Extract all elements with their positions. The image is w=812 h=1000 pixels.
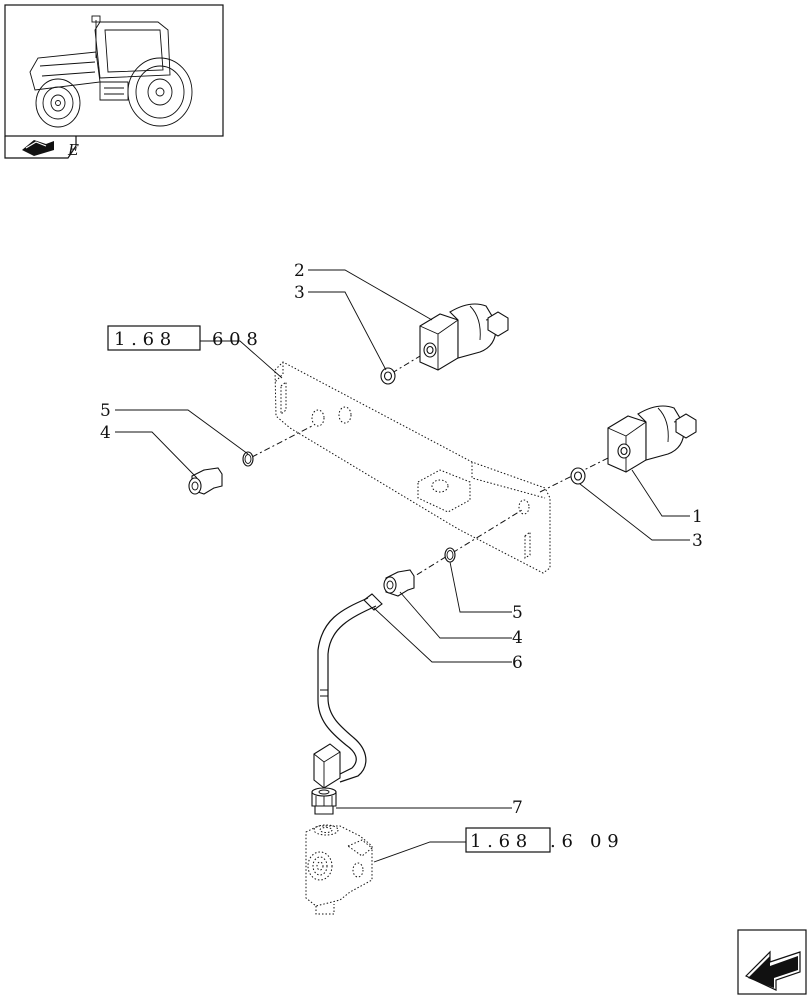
reference-link-609[interactable]: 1 . 6 8 . 6 0 9 (465, 827, 619, 853)
callout-3-upper[interactable]: 3 (294, 283, 305, 303)
callout-4-left[interactable]: 4 (100, 423, 111, 443)
tractor-thumbnail[interactable] (4, 4, 224, 137)
washer-right[interactable] (570, 467, 586, 485)
reference-608-boxed: 1 . 6 8 (114, 329, 171, 350)
callout-5-lower[interactable]: 5 (512, 603, 523, 623)
callout-6[interactable]: 6 (512, 653, 523, 673)
book-tab-label: E (67, 141, 79, 159)
next-page-button[interactable] (737, 929, 807, 995)
axis-left-port (251, 425, 313, 458)
callout-7[interactable]: 7 (512, 798, 523, 818)
arrow-next-icon (744, 950, 801, 991)
tractor-icon (29, 15, 193, 128)
o-ring-left[interactable] (242, 451, 254, 467)
washer-upper[interactable] (380, 367, 396, 385)
book-tab-icon (22, 140, 54, 156)
reference-link-608[interactable]: 1 . 6 8 6 0 8 (107, 325, 258, 351)
mounting-bracket (274, 361, 551, 574)
pressure-switch-upper[interactable] (419, 303, 509, 371)
leader-lines (115, 269, 690, 863)
callout-4-lower[interactable]: 4 (512, 628, 523, 648)
o-ring-lower[interactable] (444, 547, 456, 563)
adapter-fitting-left[interactable] (188, 467, 223, 495)
reference-609-boxed: 1 . 6 8 (470, 831, 527, 852)
adapter-fitting-lower[interactable] (383, 569, 415, 597)
pipe-line[interactable] (313, 593, 383, 789)
callout-2[interactable]: 2 (294, 261, 305, 281)
reference-608-rest: 6 0 8 (212, 329, 258, 350)
callout-3-right[interactable]: 3 (692, 531, 703, 551)
book-tab[interactable]: E (4, 136, 79, 159)
valve-body (305, 824, 373, 915)
pressure-switch-right[interactable] (607, 405, 697, 473)
axis-lower-port (404, 509, 523, 583)
callout-1[interactable]: 1 (692, 507, 703, 527)
callout-5-left[interactable]: 5 (100, 401, 111, 421)
reference-609-rest: . 6 0 9 (550, 831, 619, 852)
union-fitting[interactable] (311, 787, 337, 815)
callout-labels: 2 3 5 4 1 3 5 4 6 7 (100, 261, 703, 818)
